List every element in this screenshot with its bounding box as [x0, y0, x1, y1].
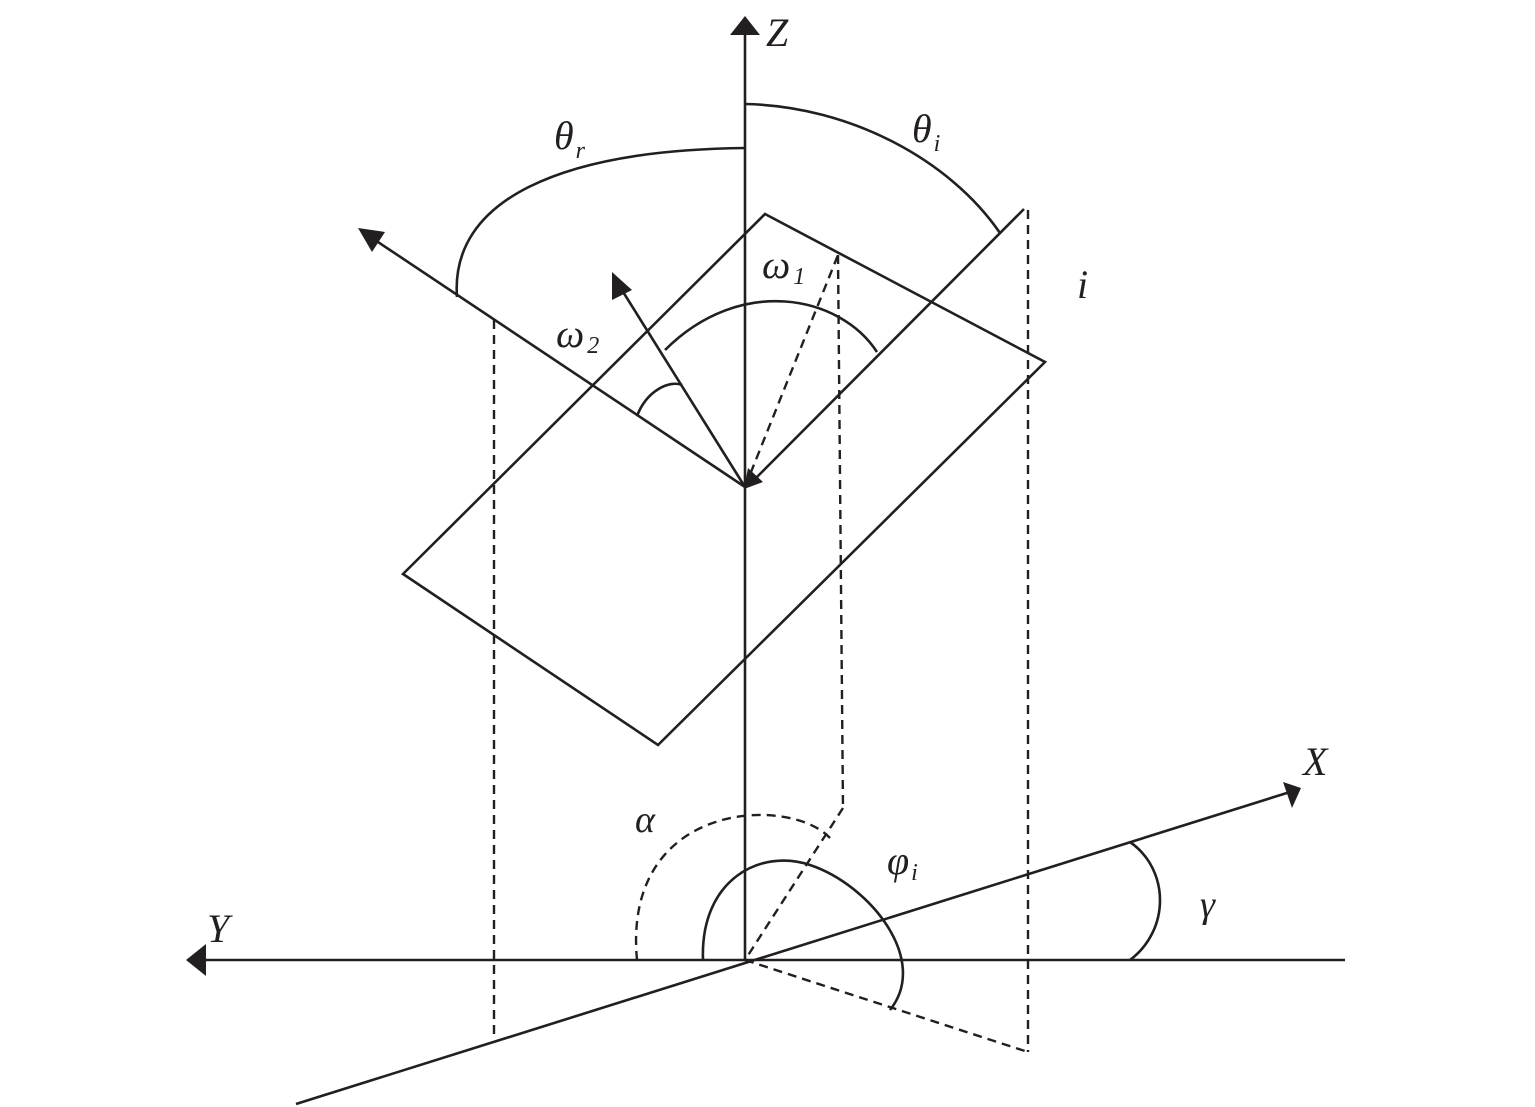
theta-r-label: θr	[554, 113, 586, 164]
alpha-arc	[634, 813, 831, 961]
omega-1-arc	[664, 299, 879, 353]
omega-2-arc	[635, 382, 683, 417]
gamma-arc	[1129, 840, 1162, 962]
surface-normal-arrowhead	[612, 272, 632, 300]
alpha-label: α	[635, 799, 656, 841]
x-axis	[295, 782, 1301, 1106]
theta-r-arc	[455, 146, 746, 298]
y-axis-label: Y	[207, 906, 233, 951]
tilted-ray-line	[743, 254, 840, 488]
theta-i-arc	[744, 102, 1002, 234]
z-axis	[730, 16, 760, 960]
phi-i-arc	[701, 859, 905, 1011]
x-axis-label: X	[1301, 739, 1329, 784]
z-axis-label: Z	[766, 10, 789, 55]
theta-i-label: θi	[912, 106, 940, 157]
y-axis	[186, 944, 1345, 976]
incident-label: i	[1077, 262, 1088, 307]
phi-i-label: φi	[887, 838, 918, 886]
incident-ray	[744, 208, 1025, 489]
inclined-plane	[400, 212, 1048, 747]
incident-ground-projection-line	[744, 958, 1029, 1054]
y-axis-arrowhead	[186, 944, 206, 976]
x-axis-arrowhead	[1283, 782, 1301, 808]
reflected-ray-arrowhead	[358, 228, 385, 252]
incident-ray-arrowhead	[744, 468, 763, 489]
z-axis-arrowhead	[730, 16, 760, 35]
tilted-ray-drop-line	[836, 254, 845, 809]
surface-normal-ray	[612, 272, 747, 488]
reflected-ray	[358, 228, 746, 489]
gamma-label: γ	[1200, 884, 1216, 926]
